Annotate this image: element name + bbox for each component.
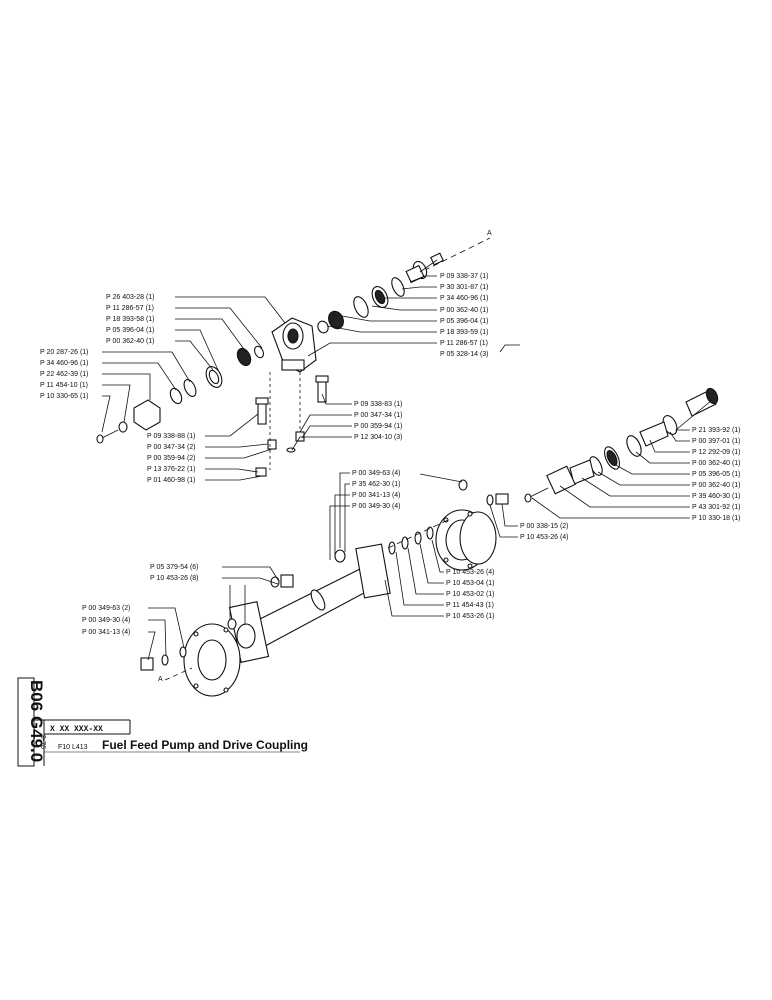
part-label: P 05 396-04 (1) — [106, 327, 155, 334]
part-label: P 05 396-04 (1) — [440, 318, 489, 325]
label-group-bottom-left: P 00 349-63 (2) P 00 349-30 (4) P 00 341… — [82, 605, 131, 636]
part-label: P 01 460-98 (1) — [147, 477, 196, 484]
part-label: P 10 453-26 (4) — [446, 569, 495, 576]
marker-a-top: A — [487, 230, 492, 237]
part-label: P 05 379-54 (6) — [150, 564, 199, 571]
coupling-hub-right — [435, 479, 509, 571]
part-label: P 09 338-88 (1) — [147, 433, 196, 440]
diagram-title: Fuel Feed Pump and Drive Coupling — [102, 738, 308, 752]
part-label: P 11 454-10 (1) — [40, 382, 88, 389]
part-label: P 00 362-40 (1) — [440, 307, 489, 314]
part-label: P 00 347-34 (2) — [147, 444, 196, 451]
label-group-far-left: P 20 287-26 (1) P 34 460-96 (1) P 22 462… — [40, 349, 89, 400]
top-fitting — [405, 252, 444, 284]
part-label: P 00 349-30 (4) — [82, 617, 131, 624]
part-label: P 18 393-59 (1) — [440, 329, 489, 336]
part-label: P 10 330-18 (1) — [692, 515, 741, 522]
coupling-flange-left — [183, 601, 270, 697]
part-label: P 00 362-40 (1) — [692, 460, 741, 467]
label-group-center-top: P 00 349-63 (4) P 35 462-30 (1) P 00 341… — [352, 470, 401, 510]
part-labels: P 09 338-37 (1) P 30 301-87 (1) P 34 460… — [40, 230, 741, 683]
part-label: P 10 453-04 (1) — [446, 580, 495, 587]
ring-3 — [353, 296, 369, 318]
label-group-mid-left: P 09 338-88 (1) P 00 347-34 (2) P 00 359… — [147, 433, 196, 484]
part-label: P 10 453-02 (1) — [446, 591, 495, 598]
part-label: P 43 301-92 (1) — [692, 504, 741, 511]
part-label: P 00 359-94 (2) — [147, 455, 196, 462]
part-label: P 10 330-65 (1) — [40, 393, 89, 400]
part-label: P 00 362-40 (1) — [692, 482, 741, 489]
part-label: P 00 349-30 (4) — [352, 503, 401, 510]
label-group-far-right: P 21 393-92 (1) P 00 397-01 (1) P 12 292… — [692, 427, 741, 522]
label-group-bottom-left-top: P 05 379-54 (6) P 10 453-26 (8) — [150, 564, 199, 582]
title-block: B06 G49.0 9-76 X XX XXX-XX F10 L413 Fuel… — [17, 677, 308, 767]
gear-top — [317, 310, 344, 334]
part-label: P 05 328-14 (3) — [440, 351, 489, 358]
part-label: P 09 338-37 (1) — [440, 273, 489, 280]
part-label: P 11 286-57 (1) — [106, 305, 154, 312]
part-label: P 00 349-63 (2) — [82, 605, 131, 612]
part-label: P 13 376-22 (1) — [147, 466, 196, 473]
part-label: P 11 286-57 (1) — [440, 340, 488, 347]
part-label: P 35 462-30 (1) — [352, 481, 401, 488]
side-code: B06 G49.0 — [27, 680, 46, 762]
lower-bolts — [255, 375, 329, 477]
part-label: P 00 359-94 (1) — [354, 423, 403, 430]
leader-lines — [101, 259, 713, 661]
label-group-center-right: P 00 338-15 (2) P 10 453-26 (4) — [520, 523, 569, 541]
date: 9-76 — [39, 735, 46, 749]
label-group-top-right: P 09 338-37 (1) P 30 301-87 (1) P 34 460… — [440, 273, 489, 358]
drawing-parts — [96, 237, 719, 697]
part-label: P 11 454-43 (1) — [446, 602, 494, 609]
part-label: P 10 453-26 (4) — [520, 534, 569, 541]
part-label: P 34 460-96 (1) — [440, 295, 489, 302]
model-prefix: F10 L413 — [58, 744, 88, 751]
part-label: P 22 462-39 (1) — [40, 371, 89, 378]
label-group-mid-right: P 09 338-83 (1) P 00 347-34 (1) P 00 359… — [354, 401, 403, 441]
part-label: P 05 396-05 (1) — [692, 471, 741, 478]
sheet-code: X XX XXX-XX — [50, 725, 103, 734]
gear-left — [236, 347, 252, 367]
label-group-top-left: P 26 403-28 (1) P 11 286-57 (1) P 18 393… — [106, 294, 155, 345]
part-label: P 00 338-15 (2) — [520, 523, 569, 530]
part-label: P 10 453-26 (8) — [150, 575, 199, 582]
part-label: P 00 341-13 (4) — [82, 629, 131, 636]
part-label: P 00 362-40 (1) — [106, 338, 155, 345]
part-label: P 00 349-63 (4) — [352, 470, 401, 477]
part-label: P 39 460-30 (1) — [692, 493, 741, 500]
ring-1 — [391, 277, 405, 297]
part-label: P 30 301-87 (1) — [440, 284, 489, 291]
label-group-center-bottom: P 10 453-26 (4) P 10 453-04 (1) P 10 453… — [446, 569, 495, 620]
part-label: P 12 292-09 (1) — [692, 449, 741, 456]
part-label: P 18 393-58 (1) — [106, 316, 155, 323]
marker-a-bottom: A — [158, 676, 163, 683]
part-label: P 21 393-92 (1) — [692, 427, 741, 434]
part-label: P 26 403-28 (1) — [106, 294, 155, 301]
part-label: P 00 341-13 (4) — [352, 492, 401, 499]
part-label: P 10 453-26 (1) — [446, 613, 495, 620]
part-label: P 12 304-10 (3) — [354, 434, 403, 441]
part-label: P 09 338-83 (1) — [354, 401, 403, 408]
part-label: P 34 460-96 (1) — [40, 360, 89, 367]
drive-shaft-right — [524, 387, 719, 503]
end-cover — [133, 399, 161, 431]
part-label: P 00 347-34 (1) — [354, 412, 403, 419]
part-label: P 20 287-26 (1) — [40, 349, 89, 356]
part-label: P 00 397-01 (1) — [692, 438, 741, 445]
pump-body — [271, 317, 317, 373]
